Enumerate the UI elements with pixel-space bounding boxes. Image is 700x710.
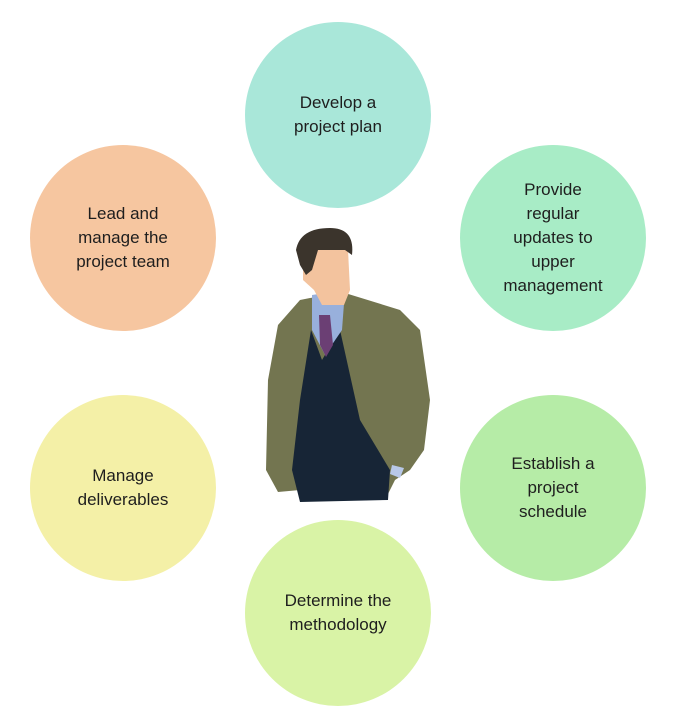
role-circle-provide-updates: Provide regular updates to upper managem… (460, 145, 646, 331)
cuff (390, 465, 404, 478)
role-circle-establish-schedule: Establish a project schedule (460, 395, 646, 581)
role-circle-develop-plan: Develop a project plan (245, 22, 431, 208)
role-label: Develop a project plan (294, 93, 382, 136)
role-circle-determine-methodology: Determine the methodology (245, 520, 431, 706)
role-circle-manage-deliverables: Manage deliverables (30, 395, 216, 581)
role-circle-lead-team: Lead and manage the project team (30, 145, 216, 331)
vest (292, 330, 390, 502)
role-label: Establish a project schedule (511, 454, 595, 521)
face (303, 250, 350, 305)
role-label: Determine the methodology (284, 591, 392, 634)
role-label: Provide regular updates to upper managem… (503, 180, 603, 295)
role-label: Manage deliverables (77, 466, 169, 509)
hair (296, 228, 353, 275)
role-label: Lead and manage the project team (76, 204, 170, 271)
tie (319, 315, 333, 357)
